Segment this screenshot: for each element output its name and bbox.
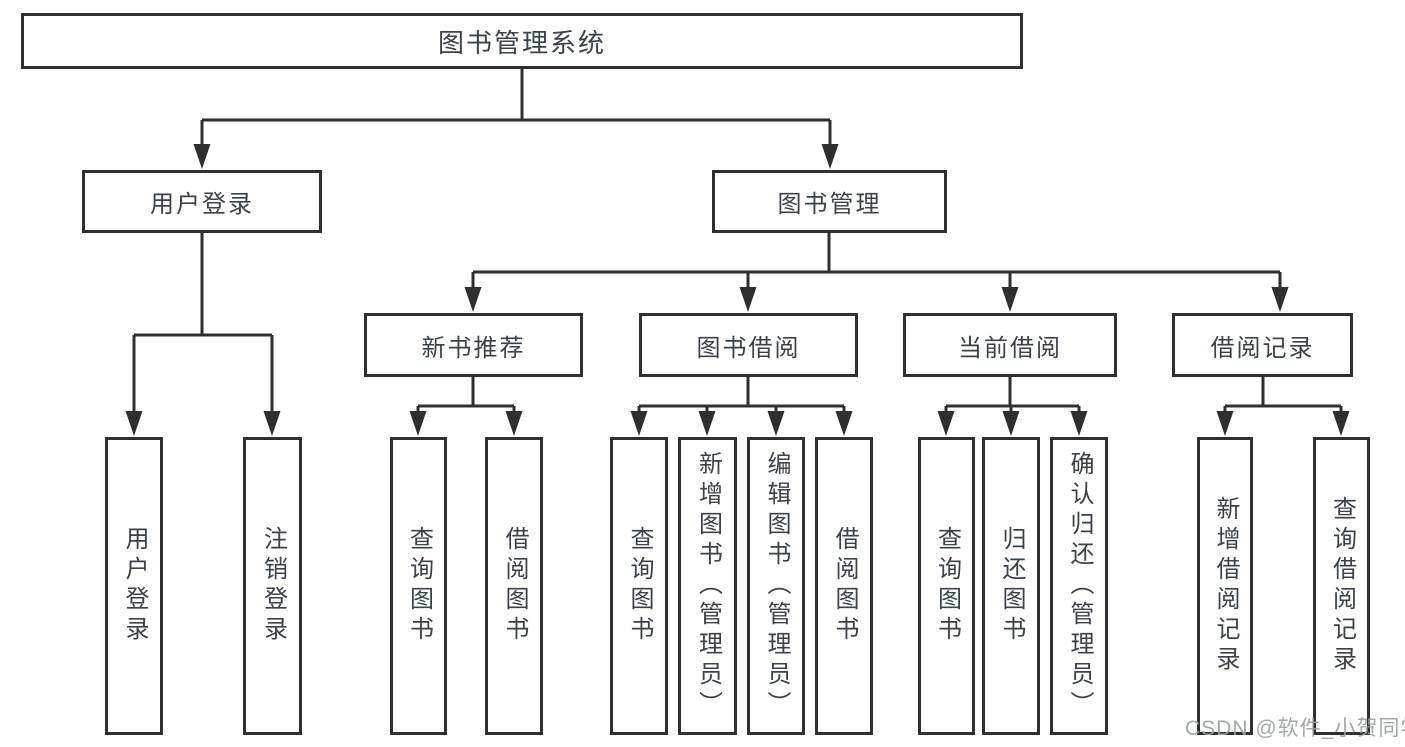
connector-records-children (1223, 375, 1343, 416)
node-user-login: 用户登录 (82, 170, 322, 233)
node-borrowing-records-label: 借阅记录 (1210, 334, 1315, 362)
leaf-query-books-borrow-label: 查询图书 (626, 526, 653, 646)
leaf-confirm-return-admin: 确认归还（管理员） (1050, 437, 1108, 735)
arrowhead-leaf-query-books-current (937, 411, 955, 436)
arrowhead-borrowing-records (1271, 287, 1289, 312)
node-book-management-label: 图书管理 (777, 191, 882, 218)
leaf-edit-books-admin-label: 编辑图书（管理员） (763, 451, 790, 721)
leaf-query-borrow-record-label: 查询借阅记录 (1328, 496, 1356, 676)
node-current-borrowing-label: 当前借阅 (958, 334, 1062, 362)
node-book-borrowing: 图书借阅 (639, 313, 858, 377)
leaf-user-login: 用户登录 (105, 437, 163, 735)
connector-borrowing-children (637, 375, 846, 416)
node-book-borrowing-label: 图书借阅 (696, 334, 801, 362)
leaf-return-books: 归还图书 (982, 437, 1040, 735)
leaf-borrow-books: 借阅图书 (815, 437, 873, 735)
node-new-book-recommend: 新书推荐 (364, 313, 583, 377)
leaf-borrow-books-label: 借阅图书 (831, 526, 858, 646)
leaf-query-books-recommend: 查询图书 (390, 437, 447, 735)
leaf-confirm-return-admin-label: 确认归还（管理员） (1066, 451, 1093, 721)
node-book-management: 图书管理 (712, 170, 947, 233)
arrowhead-book-borrowing (739, 287, 757, 312)
connector-book-management-children (471, 231, 1282, 291)
arrowhead-leaf-confirm-return (1070, 411, 1088, 436)
arrowhead-user-login (193, 144, 211, 169)
leaf-query-books-current-label: 查询图书 (933, 526, 961, 646)
arrowhead-leaf-query-books-recommend (409, 411, 427, 436)
arrowhead-leaf-add-borrow-record (1216, 411, 1234, 436)
arrowhead-leaf-query-borrow-record (1332, 411, 1350, 436)
node-user-login-label: 用户登录 (150, 191, 254, 218)
leaf-logout-label: 注销登录 (259, 526, 287, 646)
connector-current-children (944, 375, 1081, 416)
arrowhead-book-management (821, 144, 839, 169)
connector-recommend-children (416, 375, 516, 416)
node-root-system-label: 图书管理系统 (437, 27, 606, 58)
node-root-system: 图书管理系统 (21, 13, 1023, 69)
node-new-book-recommend-label: 新书推荐 (421, 334, 526, 362)
node-borrowing-records: 借阅记录 (1172, 313, 1353, 377)
leaf-query-books-borrow: 查询图书 (610, 437, 668, 735)
arrowhead-leaf-borrow-books-recommend (505, 411, 523, 436)
arrowhead-current-borrowing (1001, 287, 1019, 312)
arrowhead-leaf-return-books (1002, 411, 1020, 436)
leaf-logout: 注销登录 (243, 437, 302, 735)
leaf-user-login-label: 用户登录 (121, 526, 148, 646)
connector-user-login-children (132, 231, 274, 415)
arrowhead-leaf-add-books-admin (698, 411, 716, 436)
arrowhead-leaf-borrow-books (835, 411, 853, 436)
leaf-query-books-current: 查询图书 (918, 437, 975, 735)
arrowhead-leaf-edit-books-admin (767, 411, 785, 436)
leaf-add-borrow-record: 新增借阅记录 (1197, 437, 1253, 735)
leaf-query-borrow-record: 查询借阅记录 (1313, 437, 1370, 735)
connector-root-to-level1 (200, 66, 832, 148)
arrowhead-leaf-logout (263, 411, 281, 436)
leaf-borrow-books-recommend-label: 借阅图书 (501, 526, 528, 646)
leaf-query-books-recommend-label: 查询图书 (405, 526, 433, 646)
arrowhead-leaf-user-login (125, 411, 143, 436)
leaf-edit-books-admin: 编辑图书（管理员） (747, 437, 805, 735)
csdn-watermark: CSDN @软件_小贺同学 (1185, 717, 1405, 740)
leaf-borrow-books-recommend: 借阅图书 (485, 437, 543, 735)
leaf-add-borrow-record-label: 新增借阅记录 (1212, 496, 1239, 676)
arrowhead-new-book-recommend (464, 287, 482, 312)
leaf-return-books-label: 归还图书 (998, 526, 1025, 646)
leaf-add-books-admin-label: 新增图书（管理员） (694, 451, 722, 721)
node-current-borrowing: 当前借阅 (903, 313, 1117, 377)
arrowhead-leaf-query-books-borrow (630, 411, 648, 436)
leaf-add-books-admin: 新增图书（管理员） (678, 437, 737, 735)
